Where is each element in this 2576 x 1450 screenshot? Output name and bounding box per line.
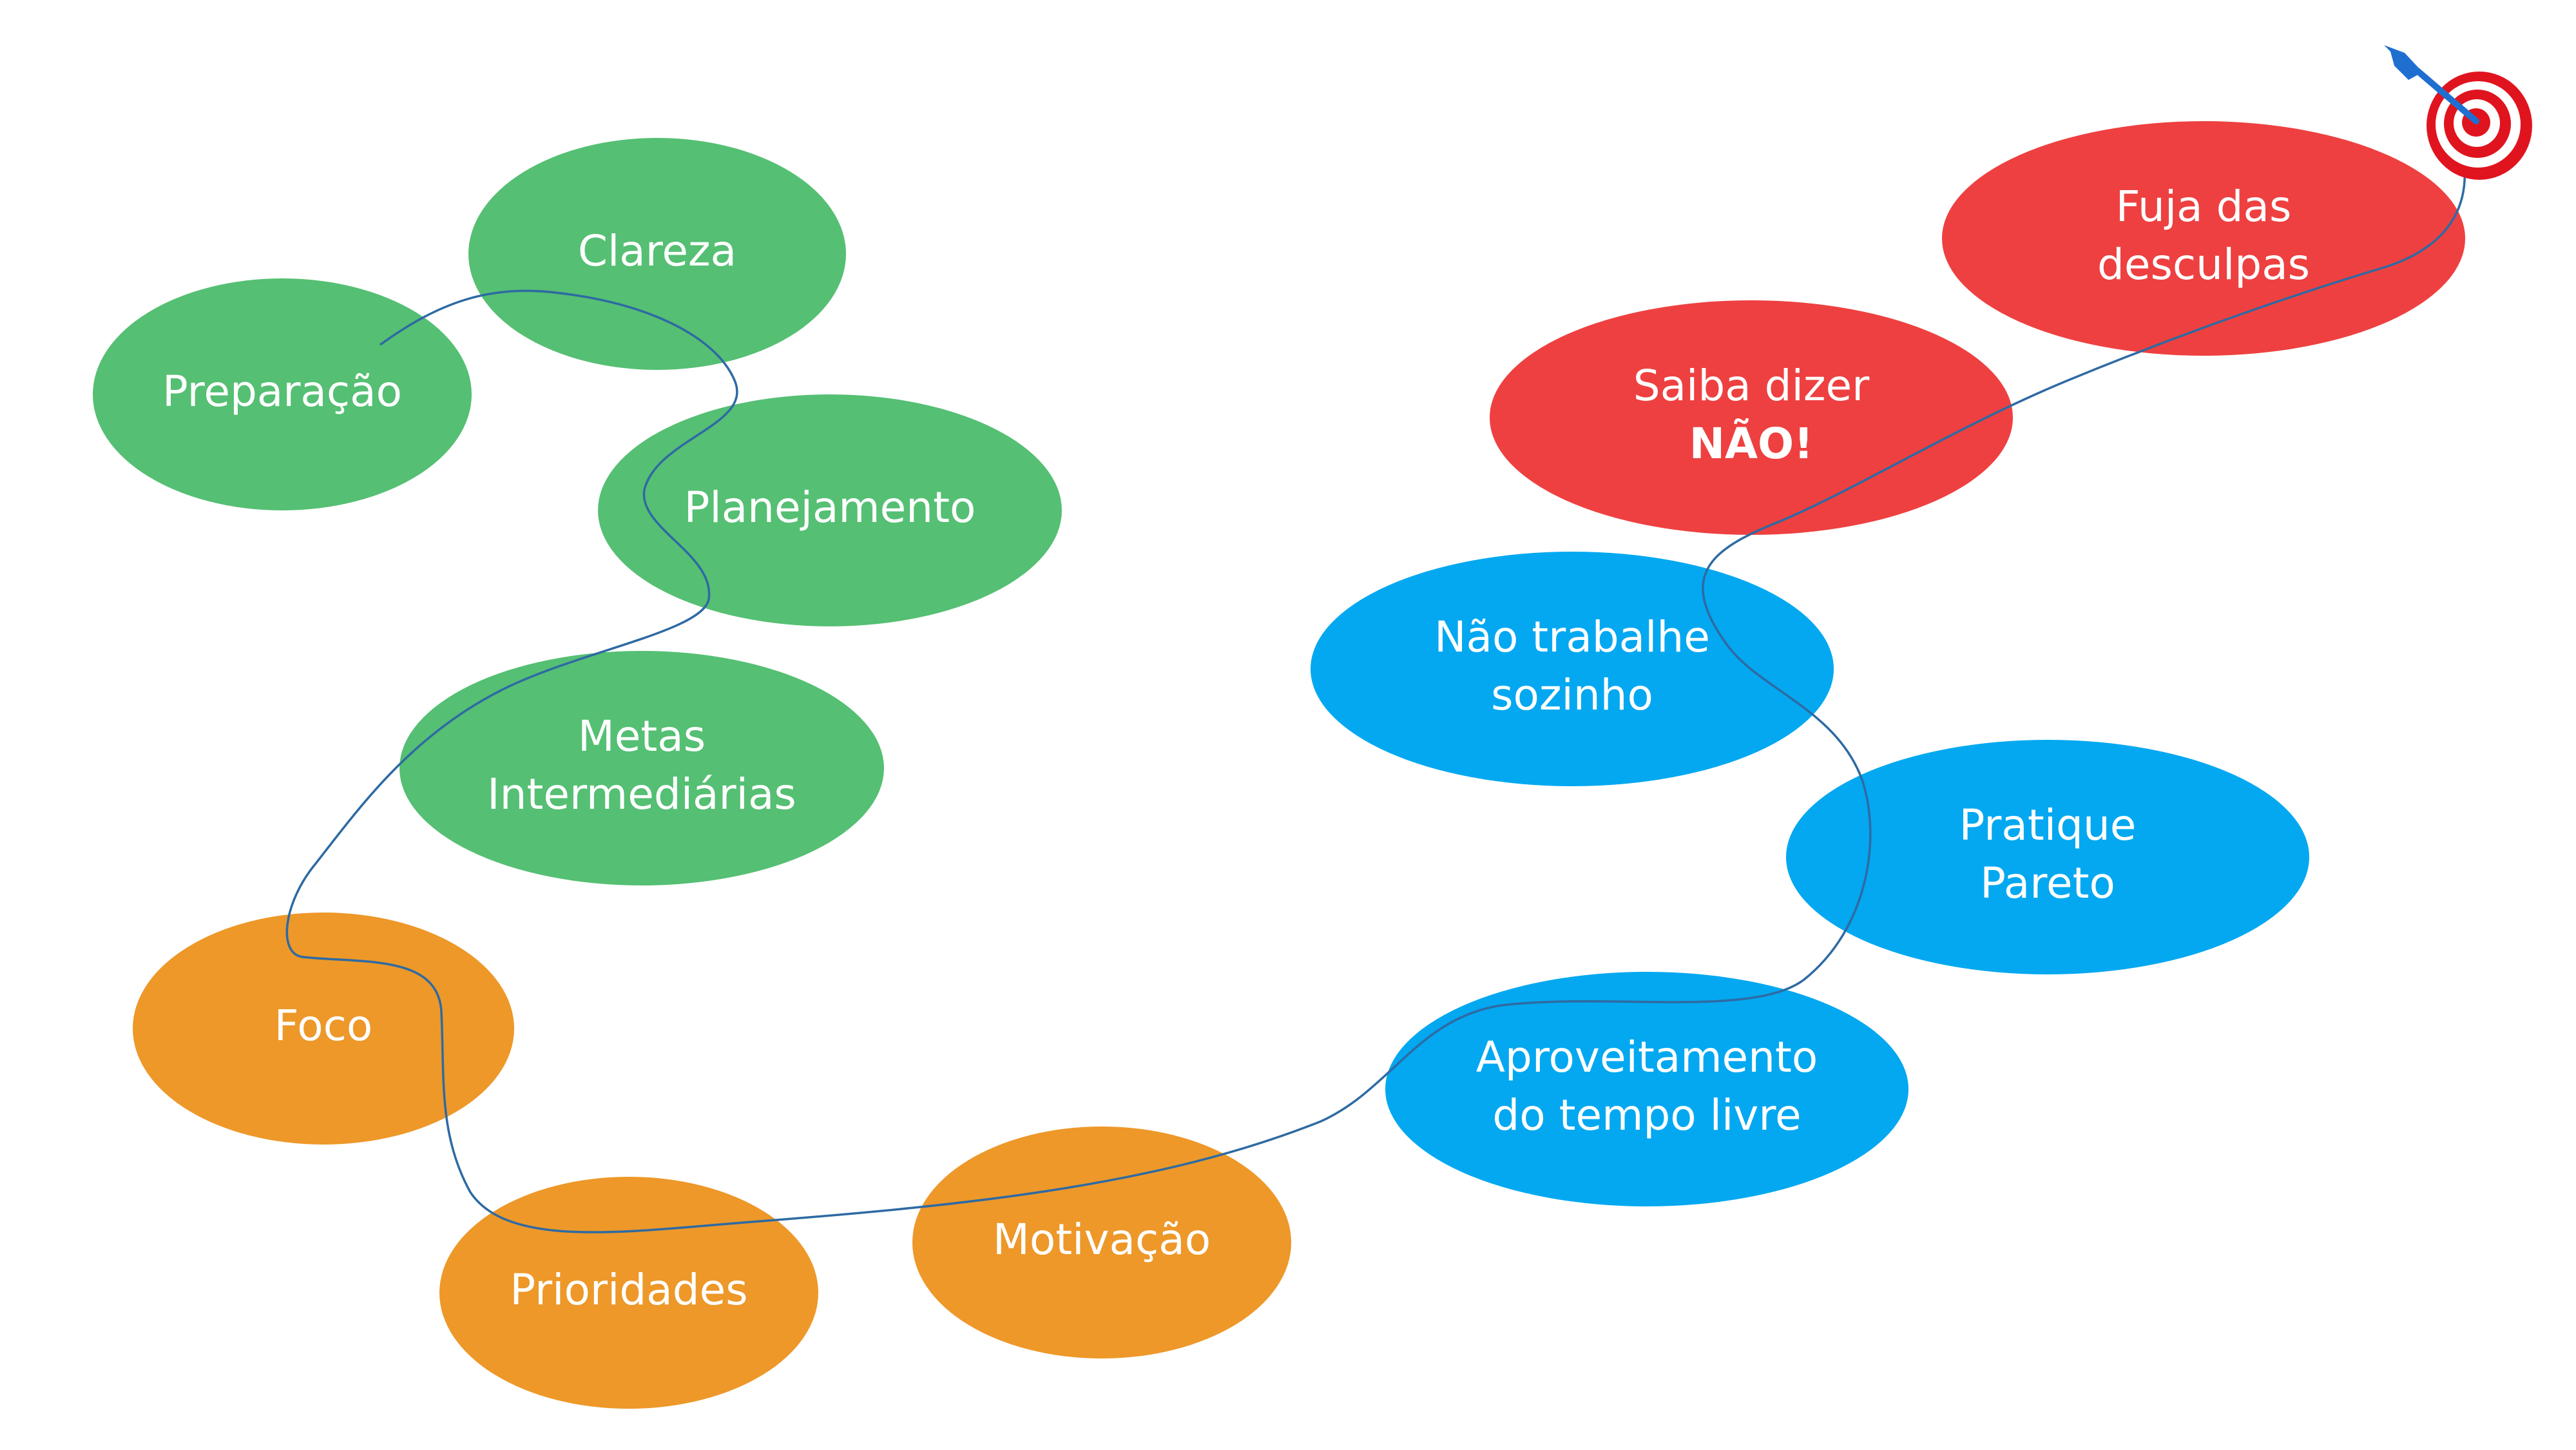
node-label-fuja-line-1: Fuja das	[2116, 182, 2292, 231]
node-label-pareto-line-1: Pratique	[1959, 800, 2137, 850]
node-label-saiba-dizer-line-1: Saiba dizer	[1633, 361, 1870, 411]
node-foco: Foco	[133, 913, 514, 1145]
node-ellipse-preparacao	[93, 278, 472, 510]
node-label-metas-line-2: Intermediárias	[487, 769, 796, 819]
node-label-aproveitamento-line-2: do tempo livre	[1492, 1090, 1801, 1140]
node-label-fuja-line-2: desculpas	[2097, 240, 2310, 289]
node-label-clareza-line-1: Clareza	[578, 226, 736, 276]
node-ellipse-clareza	[468, 138, 846, 370]
node-label-aproveitamento-line-1: Aproveitamento	[1476, 1032, 1818, 1082]
dartboard-target-icon	[2384, 45, 2532, 180]
node-ellipse-metas	[399, 651, 884, 885]
journey-path-line	[285, 167, 2466, 1233]
node-label-nao-trabalhe-line-2: sozinho	[1491, 670, 1653, 720]
node-ellipse-nao-trabalhe	[1311, 552, 1834, 786]
node-ellipse-fuja	[1942, 121, 2465, 356]
node-ellipse-motivacao	[912, 1126, 1291, 1358]
node-ellipse-foco	[133, 913, 514, 1145]
node-motivacao: Motivação	[912, 1126, 1291, 1358]
node-clareza: Clareza	[468, 138, 846, 370]
node-ellipse-planejamento	[598, 394, 1062, 626]
node-label-metas-line-1: Metas	[578, 711, 706, 761]
node-fuja: Fuja das desculpas	[1942, 121, 2465, 356]
node-label-preparacao-line-1: Preparação	[162, 367, 402, 416]
node-aproveitamento: Aproveitamento do tempo livre	[1385, 972, 1908, 1206]
node-preparacao: Preparação	[93, 278, 472, 510]
node-planejamento: Planejamento	[598, 394, 1062, 626]
node-prioridades: Prioridades	[439, 1177, 818, 1409]
node-nao-trabalhe: Não trabalhe sozinho	[1311, 552, 1834, 786]
ellipses-layer: Preparação ClarezaPlanejamentoMetasInterm…	[93, 121, 2465, 1409]
node-ellipse-prioridades	[439, 1177, 818, 1409]
node-label-foco-line-1: Foco	[274, 1001, 373, 1050]
node-ellipse-aproveitamento	[1385, 972, 1908, 1206]
node-ellipse-pareto	[1786, 740, 2309, 974]
node-label-saiba-dizer-line-2: NÃO!	[1689, 418, 1814, 469]
node-label-prioridades-line-1: Prioridades	[510, 1265, 747, 1315]
node-label-pareto-line-2: Pareto	[1980, 858, 2115, 908]
node-label-planejamento-line-1: Planejamento	[684, 483, 976, 532]
node-label-nao-trabalhe-line-1: Não trabalhe	[1434, 612, 1710, 662]
node-label-motivacao-line-1: Motivação	[993, 1215, 1211, 1264]
node-ellipse-saiba-dizer	[1490, 300, 2013, 535]
